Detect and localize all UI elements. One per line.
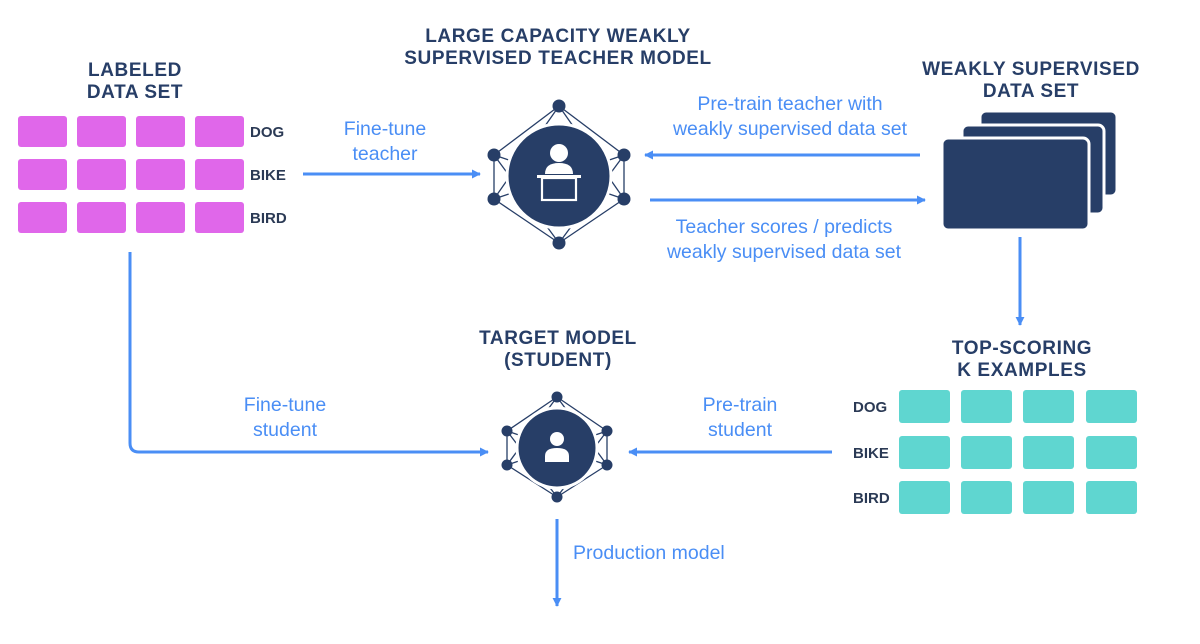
- teacher-scores-label: Teacher scores / predicts weakly supervi…: [666, 216, 902, 263]
- topk-cell: [961, 481, 1012, 514]
- topk-row-label-bike: BIKE: [853, 445, 889, 462]
- finetune-teacher-label: Fine-tune teacher: [343, 118, 427, 165]
- labeled-row-label-dog: DOG: [250, 124, 285, 141]
- topk-cell: [899, 481, 950, 514]
- labeled-cell: [77, 159, 126, 190]
- labeled-cell: [77, 202, 126, 233]
- labeled-cell: [195, 202, 244, 233]
- labeled-cell: [18, 159, 67, 190]
- topk-cell: [961, 436, 1012, 469]
- topk-cell: [1023, 390, 1074, 423]
- labeled-cell: [18, 202, 67, 233]
- labeled-row-label-bike: BIKE: [250, 167, 286, 184]
- topk-cell: [961, 390, 1012, 423]
- topk-cell: [1023, 481, 1074, 514]
- topk-cell: [899, 436, 950, 469]
- labeled-cell: [136, 202, 185, 233]
- topk-cell: [1023, 436, 1074, 469]
- top-k-title: TOP-SCORING K EXAMPLES: [951, 338, 1093, 381]
- weak-data-set-title: WEAKLY SUPERVISED DATA SET: [922, 59, 1140, 102]
- topk-cell: [1086, 481, 1137, 514]
- topk-row-label-dog: DOG: [853, 399, 888, 416]
- teacher-title: LARGE CAPACITY WEAKLY SUPERVISED TEACHER…: [404, 26, 712, 69]
- student-node: [501, 391, 613, 503]
- pretrain-teacher-label: Pre-train teacher with weakly supervised…: [672, 93, 908, 140]
- labeled-cell: [195, 116, 244, 147]
- teacher-node: [487, 99, 631, 250]
- topk-cell: [1086, 436, 1137, 469]
- labeled-data-grid: [18, 116, 244, 233]
- labeled-cell: [195, 159, 244, 190]
- student-title: TARGET MODEL (STUDENT): [479, 328, 637, 371]
- finetune-student-arrow: [128, 252, 489, 457]
- finetune-student-label: Fine-tune student: [243, 394, 327, 441]
- stacked-cards-icon: [940, 109, 1119, 232]
- labeled-cell: [136, 116, 185, 147]
- student-icon: [545, 432, 569, 462]
- pretrain-student-label: Pre-train student: [702, 394, 778, 441]
- topk-row-label-bird: BIRD: [853, 490, 890, 507]
- top-k-grid: [899, 390, 1137, 514]
- labeled-row-label-bird: BIRD: [250, 210, 287, 227]
- labeled-cell: [136, 159, 185, 190]
- labeled-cell: [77, 116, 126, 147]
- production-model-label: Production model: [573, 542, 725, 564]
- topk-cell: [1086, 390, 1137, 423]
- labeled-data-set-title: LABELED DATA SET: [86, 60, 184, 103]
- teacher-icon: [537, 144, 581, 202]
- topk-cell: [899, 390, 950, 423]
- labeled-cell: [18, 116, 67, 147]
